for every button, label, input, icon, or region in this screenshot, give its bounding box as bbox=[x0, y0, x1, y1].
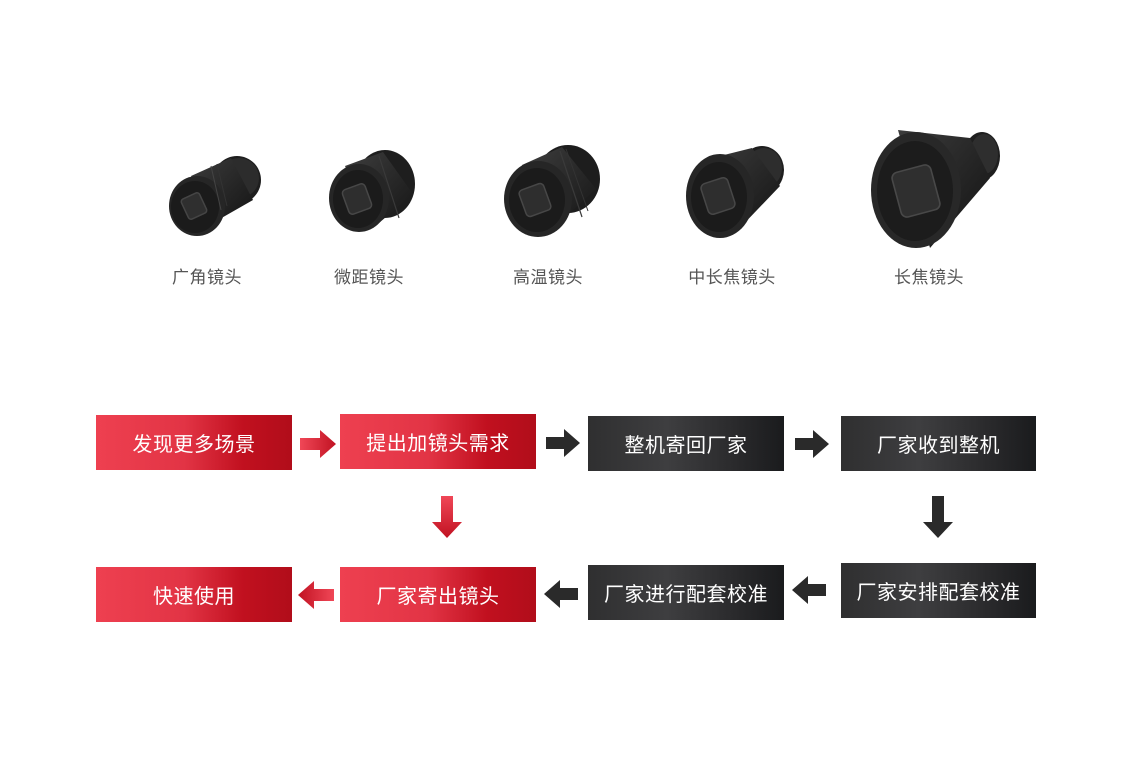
lens-label: 广角镜头 bbox=[172, 268, 242, 288]
macro-lens-image bbox=[327, 148, 419, 240]
arrow-right-icon bbox=[795, 430, 829, 458]
step-quick-use: 快速使用 bbox=[96, 567, 292, 622]
step-calibration-in-progress: 厂家进行配套校准 bbox=[588, 565, 784, 620]
step-calibration-arranged: 厂家安排配套校准 bbox=[841, 563, 1036, 618]
arrow-left-icon bbox=[792, 576, 826, 604]
high-temperature-lens-image bbox=[502, 143, 602, 241]
lens-label: 微距镜头 bbox=[334, 268, 404, 288]
step-ship-lens: 厂家寄出镜头 bbox=[340, 567, 536, 622]
arrow-right-icon bbox=[300, 430, 336, 458]
step-request-lens: 提出加镜头需求 bbox=[340, 414, 536, 469]
telephoto-lens-image bbox=[870, 126, 1004, 252]
lens-label: 长焦镜头 bbox=[894, 268, 964, 288]
arrow-down-icon bbox=[432, 496, 462, 538]
lens-label: 中长焦镜头 bbox=[688, 268, 776, 288]
step-ship-back-device: 整机寄回厂家 bbox=[588, 416, 784, 471]
arrow-right-icon bbox=[546, 429, 580, 457]
mid-telephoto-lens-image bbox=[684, 140, 788, 244]
lens-label: 高温镜头 bbox=[513, 268, 583, 288]
wide-angle-lens-image bbox=[165, 150, 265, 242]
arrow-left-icon bbox=[298, 581, 334, 609]
arrow-down-icon bbox=[923, 496, 953, 538]
arrow-left-icon bbox=[544, 580, 578, 608]
step-manufacturer-receives: 厂家收到整机 bbox=[841, 416, 1036, 471]
step-discover-scenes: 发现更多场景 bbox=[96, 415, 292, 470]
